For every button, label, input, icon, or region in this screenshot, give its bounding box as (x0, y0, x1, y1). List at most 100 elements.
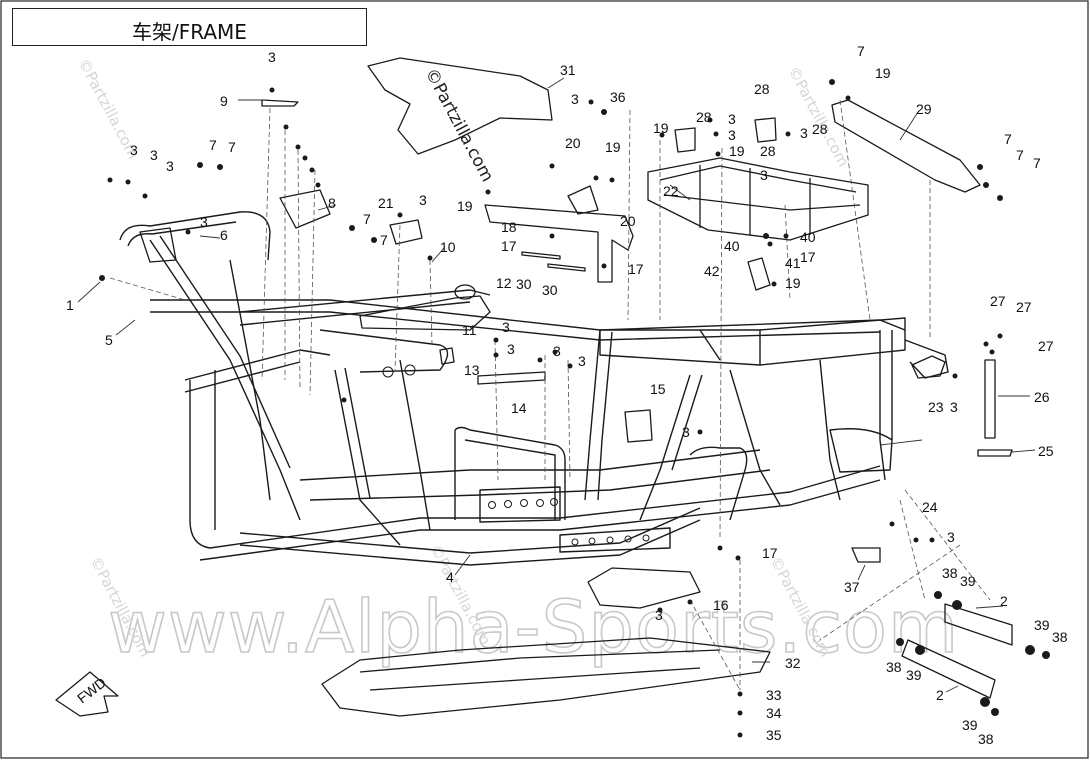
callout-label: 33 (766, 687, 782, 703)
callout-label: 30 (516, 276, 532, 292)
part-2-arm (944, 603, 1013, 646)
callout-label: 1 (66, 297, 74, 313)
callout-label: 28 (760, 143, 776, 159)
callout-label: 24 (922, 499, 938, 515)
callout-label: 3 (268, 49, 276, 65)
callout-label: 3 (571, 91, 579, 107)
callout-label: 3 (728, 127, 736, 143)
part-6-bracket (139, 227, 177, 263)
site-watermark: www.Alpha-Sports.com (108, 585, 959, 669)
callout-label: 29 (916, 101, 932, 117)
fwd-label: FWD (74, 674, 109, 706)
main-frame (119, 211, 949, 566)
callout-label: 38 (1052, 629, 1068, 645)
callout-label: 21 (378, 195, 394, 211)
part-21-bracket (389, 219, 423, 245)
part-28-mount (674, 127, 696, 153)
callout-label: 3 (655, 607, 663, 623)
callout-label: 8 (328, 195, 336, 211)
part-12-collar (454, 284, 476, 300)
callout-label: 3 (800, 125, 808, 141)
callout-label: 19 (729, 143, 745, 159)
callout-label: 3 (728, 111, 736, 127)
callout-label: 17 (800, 249, 816, 265)
callout-label: 16 (713, 597, 729, 613)
part-16-skid (587, 567, 701, 609)
fwd-arrow (55, 671, 119, 717)
callout-label: 15 (650, 381, 666, 397)
callout-label: 7 (228, 139, 236, 155)
part-14-plate (477, 371, 546, 385)
callout-label: 4 (446, 569, 454, 585)
callout-label: 38 (978, 731, 994, 747)
callout-label: 2 (936, 687, 944, 703)
callout-label: 39 (906, 667, 922, 683)
callout-label: 13 (464, 362, 480, 378)
callout-label: 35 (766, 727, 782, 743)
callout-label: 7 (380, 232, 388, 248)
fasteners (99, 79, 1050, 738)
callout-label: 3 (150, 147, 158, 163)
callout-label: 22 (663, 183, 679, 199)
part-18-gusset (567, 185, 599, 215)
callout-label: 3 (950, 399, 958, 415)
callout-label: 7 (1004, 131, 1012, 147)
part-11-tube (359, 295, 491, 331)
callout-label: 34 (766, 705, 782, 721)
leader-lines (77, 77, 1036, 693)
part-28-mount (754, 117, 777, 143)
callout-label: 6 (220, 227, 228, 243)
callout-label: 3 (553, 343, 561, 359)
callout-label: 39 (962, 717, 978, 733)
callout-label: 9 (220, 93, 228, 109)
part-42-bracket (747, 257, 771, 291)
callout-label: 39 (1034, 617, 1050, 633)
callout-label: 40 (724, 238, 740, 254)
callout-labels: 1 2 2 3 3 3 3 3 3 3 3 3 3 3 3 3 3 3 3 3 … (66, 43, 1068, 747)
assembly-lines (109, 99, 991, 691)
callout-label: 25 (1038, 443, 1054, 459)
callout-label: 3 (166, 158, 174, 174)
callout-label: 17 (762, 545, 778, 561)
part-15-plate (624, 409, 653, 443)
callout-label: 38 (886, 659, 902, 675)
callout-label: 3 (419, 192, 427, 208)
callout-label: 7 (363, 211, 371, 227)
part-9-bracket (261, 99, 299, 107)
callout-label: 23 (928, 399, 944, 415)
callout-label: 17 (501, 238, 517, 254)
callout-label: 28 (754, 81, 770, 97)
part-8-bracket (279, 189, 331, 229)
callout-label: 19 (785, 275, 801, 291)
part-37-bracket (851, 547, 881, 563)
part-30-strip (521, 251, 561, 260)
callout-label: 38 (942, 565, 958, 581)
callout-label: 3 (682, 424, 690, 440)
callout-label: 28 (696, 109, 712, 125)
callout-label: 28 (812, 121, 828, 137)
callout-label: 30 (542, 282, 558, 298)
callout-label: 42 (704, 263, 720, 279)
callout-label: 3 (760, 167, 768, 183)
watermark-layer: www.Alpha-Sports.com ©Partzilla.com ©Par… (74, 55, 959, 669)
title-box: 车架/FRAME (12, 8, 367, 46)
callout-label: 39 (960, 573, 976, 589)
callout-label: 41 (785, 255, 801, 271)
plate-holes (382, 364, 650, 546)
page-title: 车架/FRAME (132, 20, 247, 44)
callout-label: 12 (496, 275, 512, 291)
callout-label: 27 (990, 293, 1006, 309)
callout-label: 2 (1000, 593, 1008, 609)
callout-label: 20 (565, 135, 581, 151)
callout-label: 3 (507, 341, 515, 357)
callout-label: 37 (844, 579, 860, 595)
callout-label: 7 (1016, 147, 1024, 163)
callout-label: 7 (857, 43, 865, 59)
callout-label: 5 (105, 332, 113, 348)
callout-label: 19 (875, 65, 891, 81)
part-29-bar (831, 99, 981, 193)
callout-label: 3 (502, 319, 510, 335)
part-23-bracket (911, 355, 946, 379)
callout-label: 3 (200, 214, 208, 230)
callout-label: 27 (1016, 299, 1032, 315)
